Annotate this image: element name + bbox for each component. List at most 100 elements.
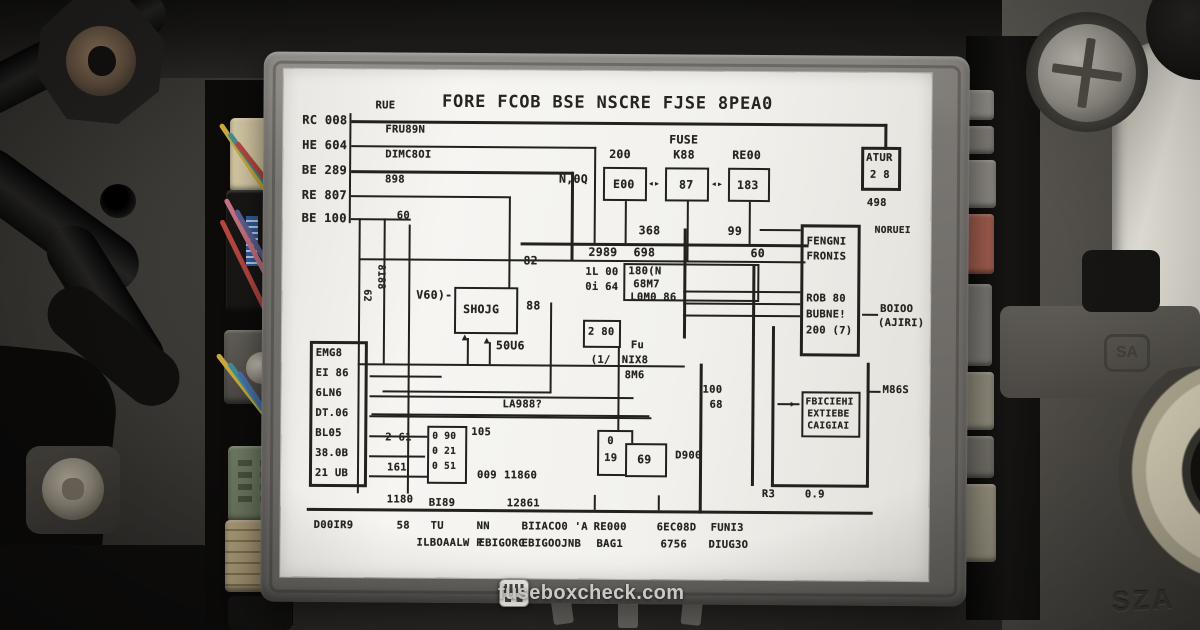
mid-label: 68 [709,398,723,411]
right-label: BOIOO [880,302,914,316]
port-label: RC 008 [302,112,348,128]
port-label: BE 100 [301,210,347,226]
legend-label: BIIACO0 'A [521,520,588,533]
bus-label: 2989 [588,244,618,260]
legend-label: 6756 [660,538,688,551]
schematic-line [770,484,869,488]
legend-label: NN [476,520,490,533]
fuse-sub-label: 99 [727,223,743,238]
terminal-label: 6LN6 [315,386,343,400]
schematic-line [624,201,627,244]
schematic-line [748,201,751,244]
port-label: RE 807 [301,187,347,203]
arrow-symbol: ◂▸ [647,178,661,190]
terminal-label: EMG8 [315,346,343,360]
schematic-line [351,120,888,127]
schematic-line [368,475,427,478]
torx-screw [1038,24,1136,122]
schematic-line [770,326,776,487]
fuse-diagram-schematic: FORE FCOB BSE NSCRE FJSE 8PEA0 RC 008 HE… [280,69,932,582]
mid-label: 105 [471,425,492,439]
fuse-value: E00 [612,176,635,192]
mid-label: BI89 [428,496,456,509]
vertical-label: 62 [361,289,373,302]
mid-label: 180(N [628,265,662,278]
mid-label: V60)- [416,287,453,302]
panel-hole [100,184,136,218]
note-label: FRU89N [385,123,426,136]
schematic-line [686,201,689,261]
schematic-line [508,196,511,289]
watermark: fuseboxcheck.com [498,570,738,616]
legend-label: BAG1 [596,537,624,551]
mid-label: 50U6 [495,338,525,353]
schematic-line [683,314,801,318]
component-label: ATUR [866,151,893,164]
legend-label: D00IR9 [313,518,354,532]
terminal-label: 21 UB [314,466,349,480]
schematic-line [657,495,660,511]
mid-label: 1L 00 [585,265,619,279]
right-label: 498 [866,196,887,209]
bolt-core [62,478,84,500]
component-label: 0 [607,434,614,447]
schematic-line [358,258,806,264]
legend-label: TU [430,519,444,532]
mid-label: 82 [523,253,538,268]
schematic-line [759,229,801,232]
mid-label: LA988? [502,398,543,411]
sa-embossed-mark: SA [1104,334,1150,372]
arrow-symbol: ◂▸ [710,178,724,190]
fuse-value: 183 [736,177,759,192]
terminal-label: 38.0B [315,446,349,460]
right-label: (AJIRI) [878,316,925,330]
schematic-line [348,113,352,224]
legend-label: 58 [396,519,410,532]
mid-label: Fu [630,339,645,352]
legend-label: ILBOAALW P [416,536,483,550]
fuse-top-label: FUSE [669,132,699,147]
lid-tab [618,598,638,628]
fuse-sub-label: 368 [638,223,661,238]
fuse-diagram-label: FORE FCOB BSE NSCRE FJSE 8PEA0 RC 008 HE… [280,68,932,582]
mid-label: 8M6 [624,369,645,382]
mid-label: 100 [702,383,723,396]
schematic-line [488,342,491,365]
component-label: 19 [604,451,618,465]
legend-label: 6EC08D [656,521,697,534]
bus-label: 60 [750,245,766,261]
schematic-line [350,195,511,199]
right-label: R3 [761,488,776,501]
schematic-line [698,363,703,514]
schematic-line [865,362,870,487]
black-clip [1082,250,1160,312]
arrow-right: ▸ [789,396,797,411]
terminal-label: DT.06 [315,406,349,420]
schematic-line [306,507,873,515]
right-label: NORUEI [874,224,911,237]
mid-label: 1180 [386,493,414,506]
right-label: M86S [882,383,910,397]
relay-row: 0 21 [432,445,457,457]
relay-row: 0 51 [431,460,457,472]
schematic-line [683,302,801,306]
schematic-line [369,375,442,378]
component-label: FRONIS [806,250,847,263]
legend-label: RE000 [593,520,627,534]
terminal-label: EI 86 [315,366,349,380]
bushing-hole [88,46,116,76]
schematic-line [382,218,386,365]
schematic-line [750,265,756,486]
component-label: BUBNE! [806,308,846,321]
relay-row: 0 90 [432,430,457,442]
schematic-line [862,313,879,316]
fuse-top-label: 200 [609,146,631,162]
schematic-line [549,302,553,392]
legend-label: DIUG3O [708,538,749,551]
mid-label: 88 [526,298,541,313]
component-label: SHOJG [463,301,500,317]
schematic-line [466,337,469,364]
component-label: CAIGIAI [807,420,850,432]
mid-label: 12861 [506,497,540,510]
